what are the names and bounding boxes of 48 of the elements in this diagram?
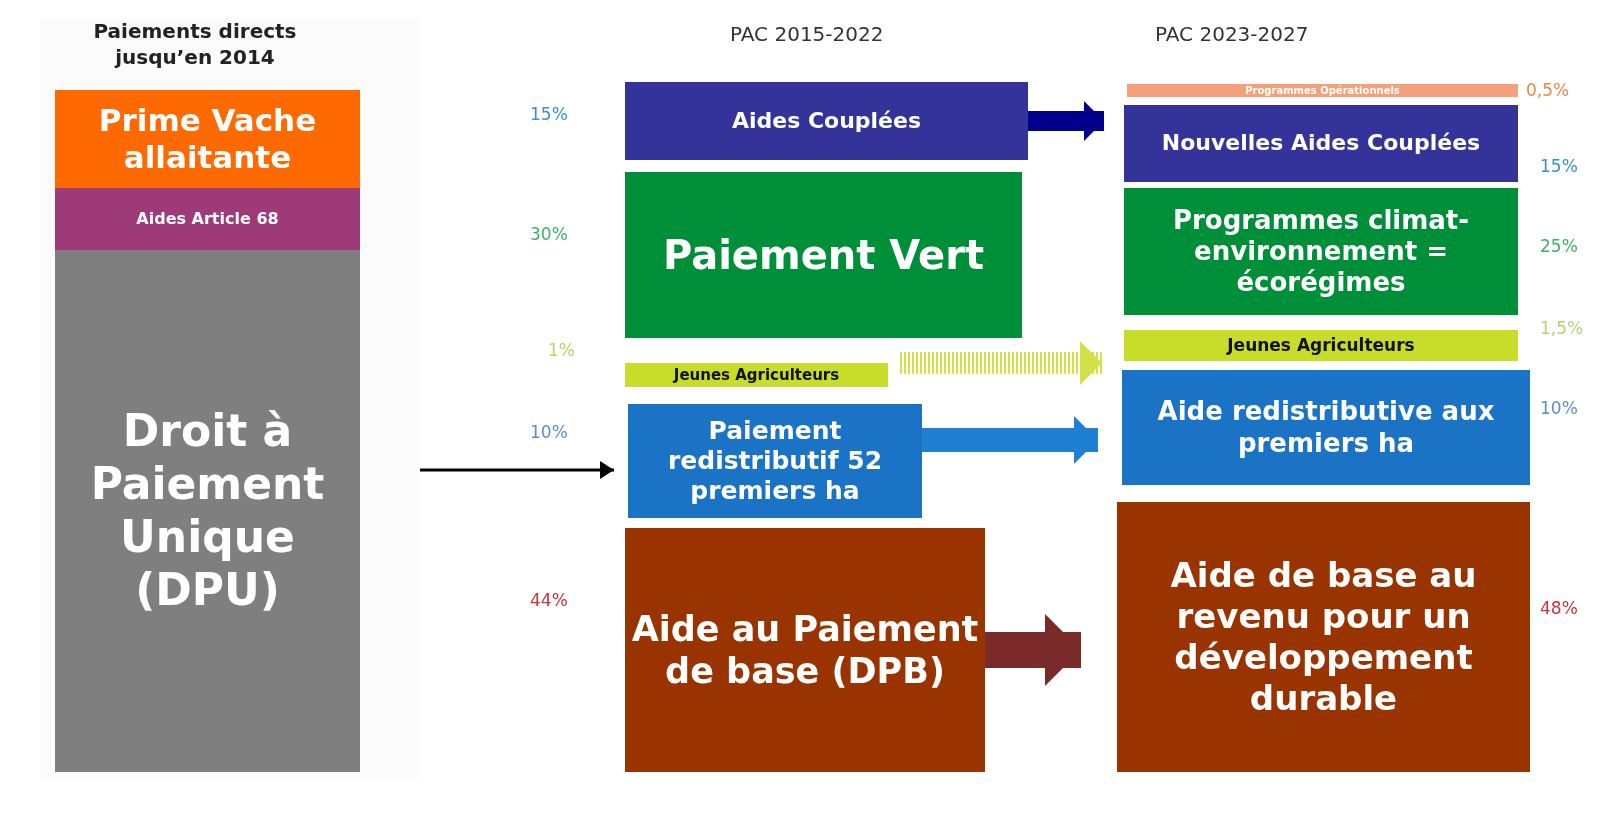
box-text: Aides Article 68 [135, 209, 280, 229]
percentage-label: 1,5% [1540, 318, 1584, 338]
payment-box [625, 172, 1022, 338]
column-title: PAC 2015-2022 [730, 22, 884, 46]
percentage-label: 15% [530, 104, 568, 124]
column-heading: Paiements directs jusqu’en 2014 [92, 18, 298, 70]
percentage-label: 0,5% [1526, 80, 1570, 100]
box-text: Aide au Paiement de base (DPB) [630, 608, 980, 692]
payment-panel [40, 18, 420, 778]
box-text: Droit à Paiement Unique (DPU) [89, 405, 326, 617]
payment-box [1122, 370, 1530, 485]
box-text: Programmes Opérationnels [1244, 84, 1401, 97]
payment-box [1117, 502, 1530, 772]
arrow [900, 341, 1102, 385]
payment-box [1124, 188, 1518, 315]
payment-box [1124, 330, 1518, 361]
box-text: Jeunes Agriculteurs [672, 366, 841, 384]
payment-box [1124, 105, 1518, 182]
payment-box [55, 90, 360, 188]
box-text: Aide redistributive aux premiers ha [1156, 396, 1496, 459]
box-text: Jeunes Agriculteurs [1225, 335, 1416, 356]
percentage-label: 1% [548, 340, 575, 360]
arrow [1028, 101, 1104, 141]
percentage-label: 25% [1540, 236, 1578, 256]
payment-box [625, 528, 985, 772]
percentage-label: 10% [1540, 398, 1578, 418]
payment-box [55, 188, 360, 250]
payment-box [55, 250, 360, 772]
percentage-label: 30% [530, 224, 568, 244]
column-title: PAC 2023-2027 [1155, 22, 1309, 46]
arrow [985, 614, 1081, 686]
box-text: Paiement Vert [661, 231, 986, 279]
box-text: Aides Couplées [730, 107, 923, 135]
payment-box [625, 363, 888, 387]
payment-box [625, 82, 1028, 160]
payment-box [628, 404, 922, 518]
arrow [922, 416, 1098, 464]
box-text: Programmes climat-environnement = écorégimes [1171, 204, 1471, 299]
payment-box [1127, 84, 1518, 97]
box-text: Nouvelles Aides Couplées [1160, 130, 1482, 157]
percentage-label: 44% [530, 590, 568, 610]
box-text: Paiement redistributif 52 premiers ha [666, 416, 884, 506]
box-text: Aide de base au revenu pour un développement durable [1169, 555, 1478, 719]
percentage-label: 48% [1540, 598, 1578, 618]
arrow [420, 461, 614, 479]
percentage-label: 15% [1540, 156, 1578, 176]
box-text: Prime Vache allaitante [97, 101, 318, 177]
percentage-label: 10% [530, 422, 568, 442]
